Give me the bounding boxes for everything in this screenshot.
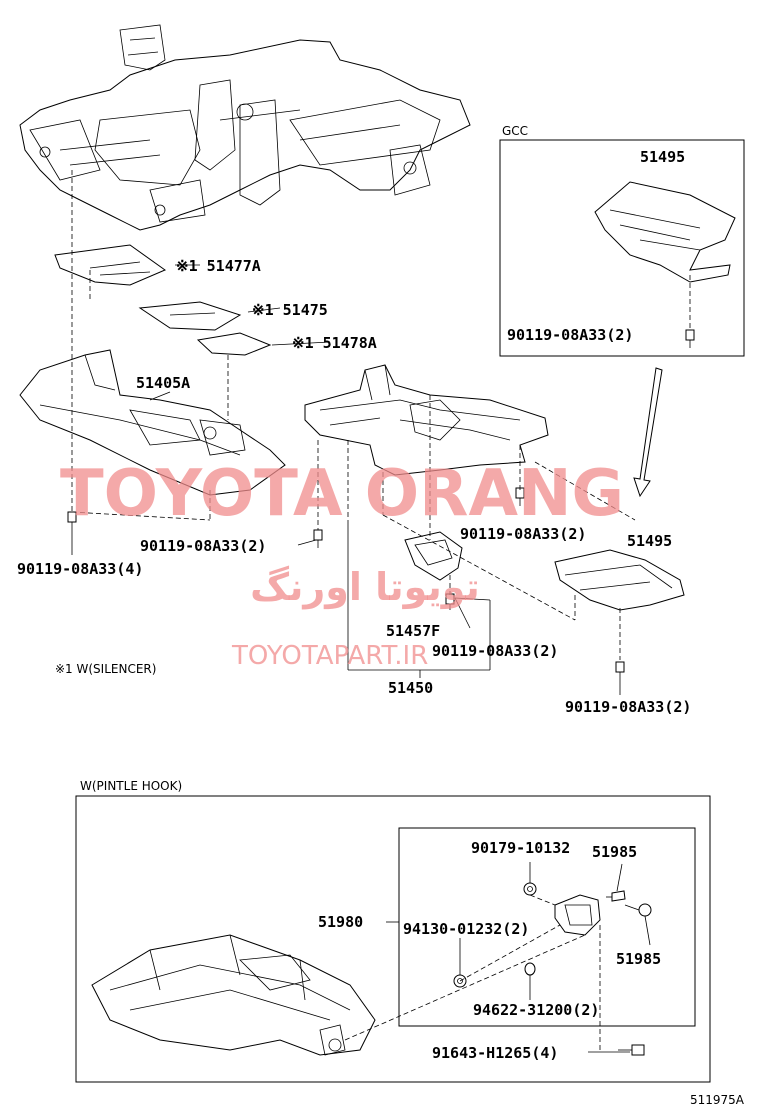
pin-51985-bottom-icon <box>624 903 652 917</box>
bolt-left-icon <box>67 511 77 530</box>
figure-code: 511975A <box>690 1093 745 1107</box>
label-bolt-center: 90119-08A33(2) <box>460 525 586 543</box>
part-51405a-plate <box>19 349 286 496</box>
rear-frame-illustration <box>91 934 376 1056</box>
leader-lines <box>71 170 636 695</box>
label-51980: 51980 <box>318 913 363 931</box>
pintle-leader-lines <box>344 862 651 1053</box>
label-51495: 51495 <box>627 532 672 550</box>
label-51475: ※1 51475 <box>252 301 328 319</box>
label-bolt-left-4: 90119-08A33(4) <box>17 560 143 578</box>
label-51457f: 51457F <box>386 622 440 640</box>
label-51477a: ※1 51477A <box>176 257 261 275</box>
label-51985-top: 51985 <box>592 843 637 861</box>
part-51475-plate <box>138 301 242 331</box>
part-51457f-plate <box>404 531 463 581</box>
label-94622: 94622-31200(2) <box>473 1001 599 1019</box>
label-51450: 51450 <box>388 679 433 697</box>
bolt-right-icon <box>615 661 625 680</box>
pintle-hook-assembly <box>453 882 652 1056</box>
label-94130: 94130-01232(2) <box>403 920 529 938</box>
label-bolt-right: 90119-08A33(2) <box>565 698 691 716</box>
silencer-note: ※1 W(SILENCER) <box>55 662 156 676</box>
label-91643: 91643-H1265(4) <box>432 1044 558 1062</box>
frame-illustration <box>19 24 471 231</box>
gcc-box <box>499 139 745 357</box>
label-bolt-51457f: 90119-08A33(2) <box>432 642 558 660</box>
gcc-bolt-icon <box>685 329 695 348</box>
gcc-51495-plate <box>594 181 736 283</box>
watermark-site: TOYOTAPART.IR <box>231 641 428 671</box>
label-gcc-51495: 51495 <box>640 148 685 166</box>
bolt-left2-icon <box>313 529 323 548</box>
label-51985-bottom: 51985 <box>616 950 661 968</box>
bolt-51457f-icon <box>445 593 455 610</box>
label-bolt-left-2: 90119-08A33(2) <box>140 537 266 555</box>
gcc-arrow <box>633 367 663 498</box>
label-gcc-bolt: 90119-08A33(2) <box>507 326 633 344</box>
watermark-brand-fa: تویوتا اورنگ <box>250 565 480 610</box>
washer-94622-icon <box>524 962 536 976</box>
pintle-box-label: W(PINTLE HOOK) <box>80 779 182 793</box>
pintle-hook-inner-box <box>398 827 696 1027</box>
part-51477a-plate <box>54 244 167 286</box>
nut-90179-icon <box>523 882 537 896</box>
bolt-icons <box>67 487 625 680</box>
pintle-hook-box <box>75 795 711 1083</box>
bolt-center-icon <box>515 487 525 506</box>
watermark-brand: TOYOTA ORANG <box>60 457 624 531</box>
part-51478a-plate <box>196 332 272 356</box>
pin-51985-top-icon <box>606 890 626 902</box>
bolt-91643-icon <box>618 1044 645 1056</box>
gcc-box-label: GCC <box>502 124 528 138</box>
part-51495-plate <box>554 549 685 611</box>
label-51478a: ※1 51478A <box>292 334 377 352</box>
label-90179: 90179-10132 <box>471 839 570 857</box>
label-51405a: 51405A <box>136 374 190 392</box>
